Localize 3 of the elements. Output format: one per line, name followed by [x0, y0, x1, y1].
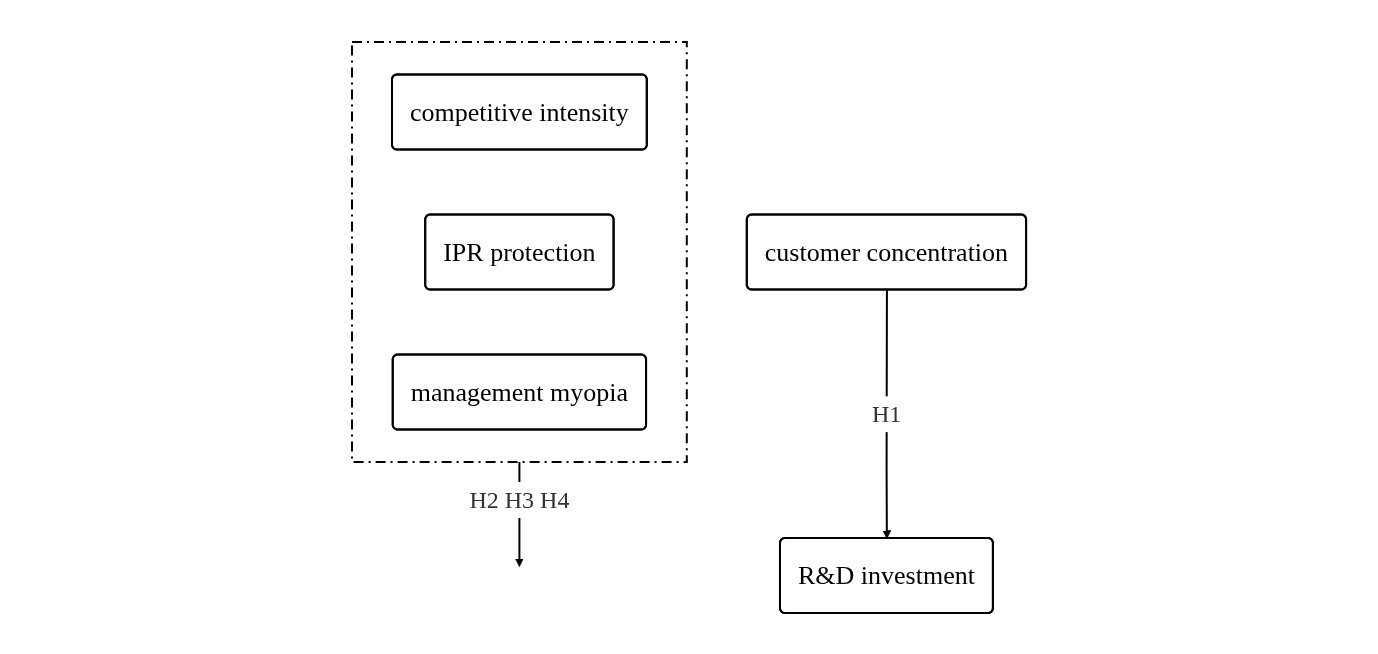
edge-label: H1: [871, 400, 902, 427]
edge-label: H2 H3 H4: [469, 486, 570, 513]
cluster: [350, 40, 688, 463]
